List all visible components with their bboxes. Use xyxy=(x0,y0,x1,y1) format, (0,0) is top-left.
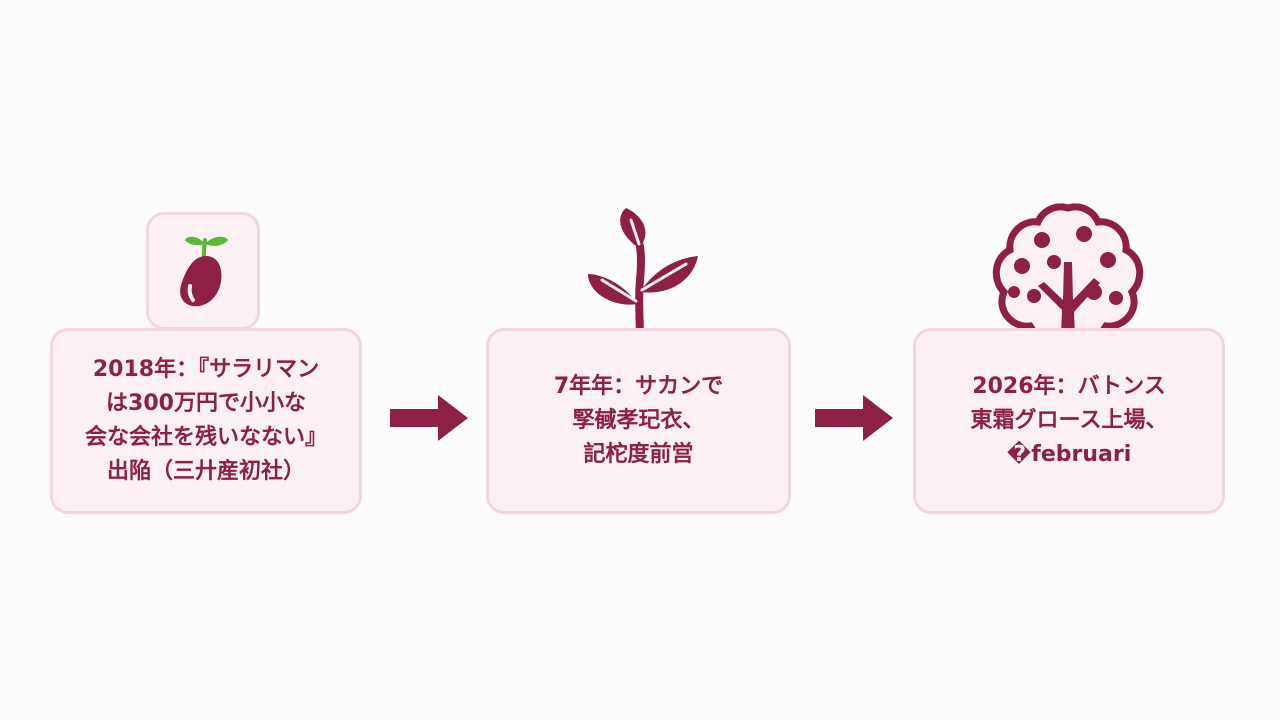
step-card-2018: 2018年：『サラリマン は300万円で小小な 会な会社を残いなない』 出陥（三… xyxy=(50,328,362,514)
step-text-2018: 2018年：『サラリマン は300万円で小小な 会な会社を残いなない』 出陥（三… xyxy=(84,357,327,484)
step-card-2026: 2026年：バトンス 東霜グロース上場、 �februari xyxy=(913,328,1225,514)
step-card-7years: 7年年：サカンで 孯戫孝玘衣、 記柁度前営 xyxy=(486,328,791,514)
seed-icon-box xyxy=(146,212,260,330)
fruit-tree-icon xyxy=(992,203,1144,362)
seed-sprout-icon xyxy=(180,236,228,307)
arrow-right-icon xyxy=(815,395,893,441)
step-text-7years: 7年年：サカンで 孯戫孝玘衣、 記柁度前営 xyxy=(553,374,724,467)
arrow-right-icon xyxy=(390,395,468,441)
step-text-2026: 2026年：バトンス 東霜グロース上場、 �februari xyxy=(970,374,1168,467)
